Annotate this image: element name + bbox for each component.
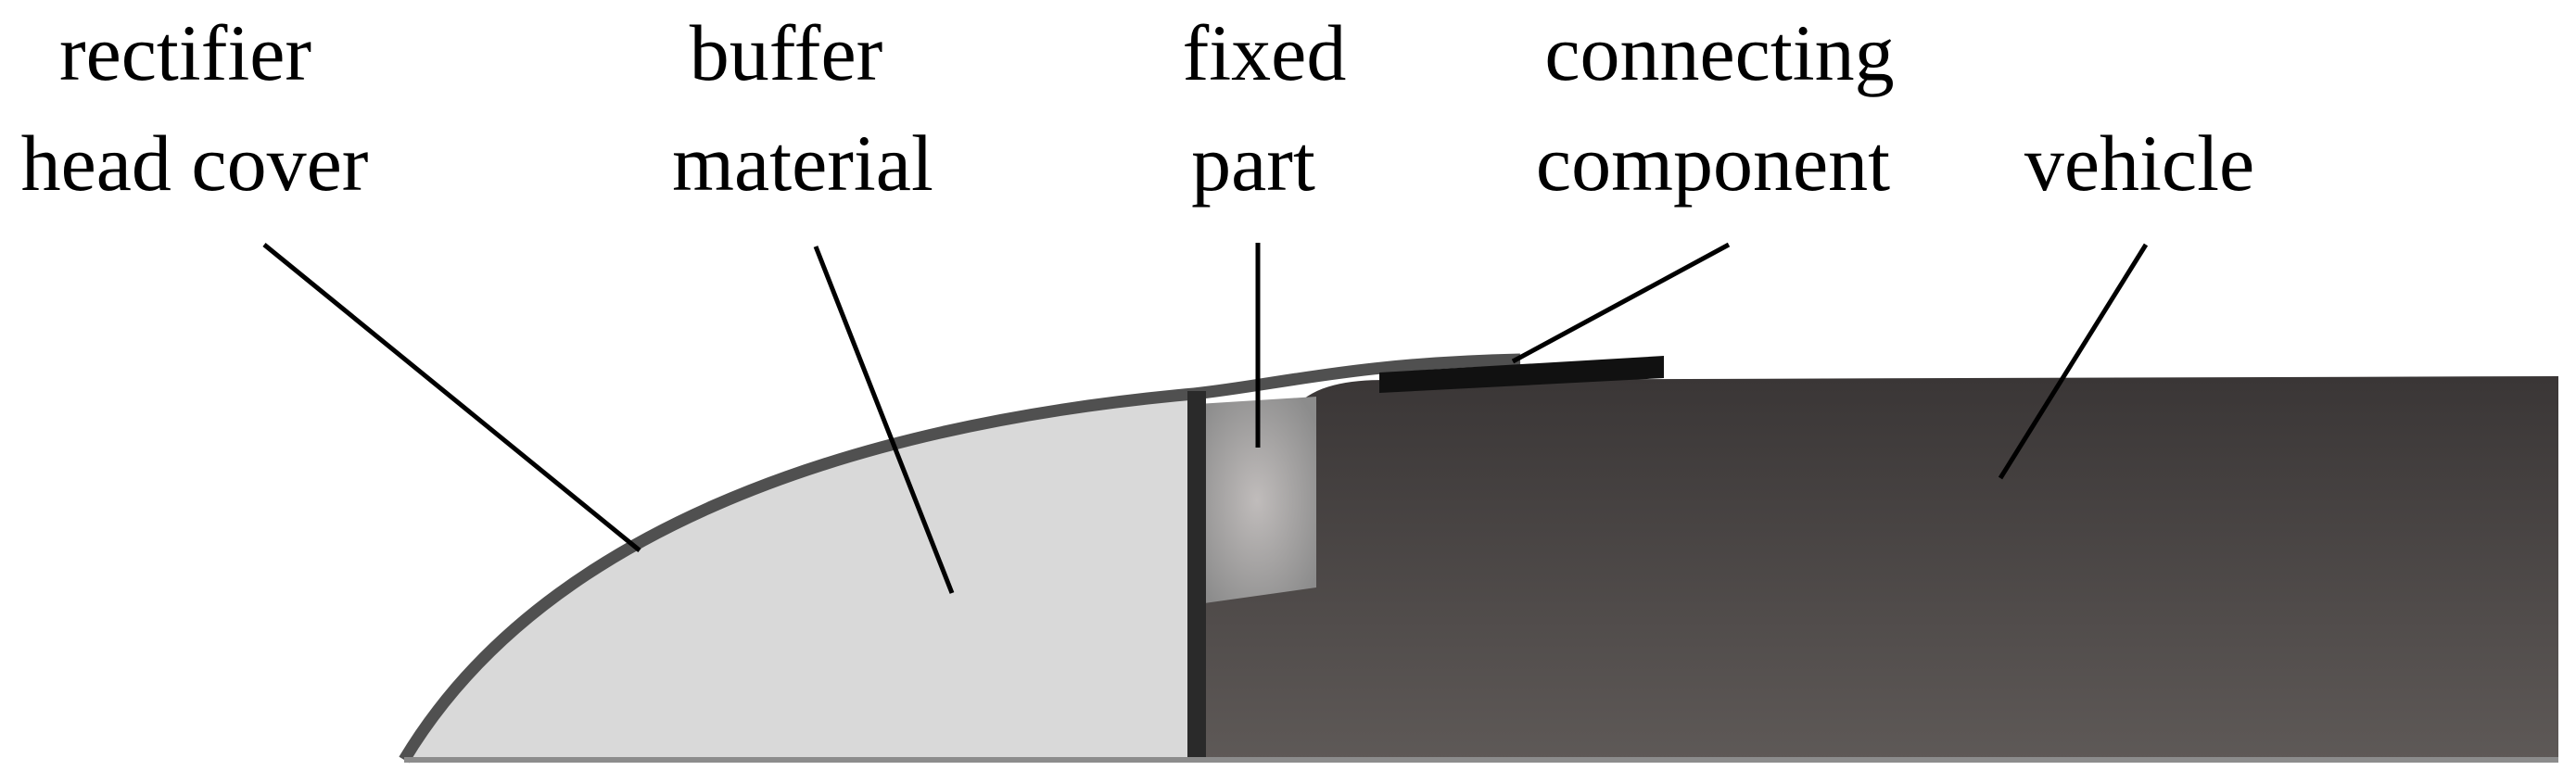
label-material-line2: material — [672, 119, 933, 208]
rectifier-head-cover-outline — [399, 353, 1521, 764]
leader-vehicle — [1998, 243, 2149, 480]
bulkhead-divider — [1187, 391, 1206, 762]
buffer-material-shape — [404, 394, 1194, 760]
vehicle-body — [1201, 376, 2558, 760]
connecting-component-strip — [1379, 356, 1664, 393]
leader-buffer-material — [813, 246, 955, 594]
label-rectifier-line1: rectifier — [59, 8, 311, 97]
label-vehicle: vehicle — [2024, 119, 2254, 208]
label-buffer-line1: buffer — [690, 8, 883, 97]
label-component-line2: component — [1536, 119, 1890, 208]
label-head-cover-line2: head cover — [21, 119, 369, 208]
leader-connecting-component — [1511, 242, 1731, 364]
label-connecting-line1: connecting — [1544, 8, 1894, 97]
label-fixed-line1: fixed — [1183, 8, 1347, 97]
label-part-line2: part — [1191, 119, 1315, 208]
fixed-part-block — [1198, 397, 1316, 604]
leader-rectifier-head-cover — [262, 243, 641, 552]
